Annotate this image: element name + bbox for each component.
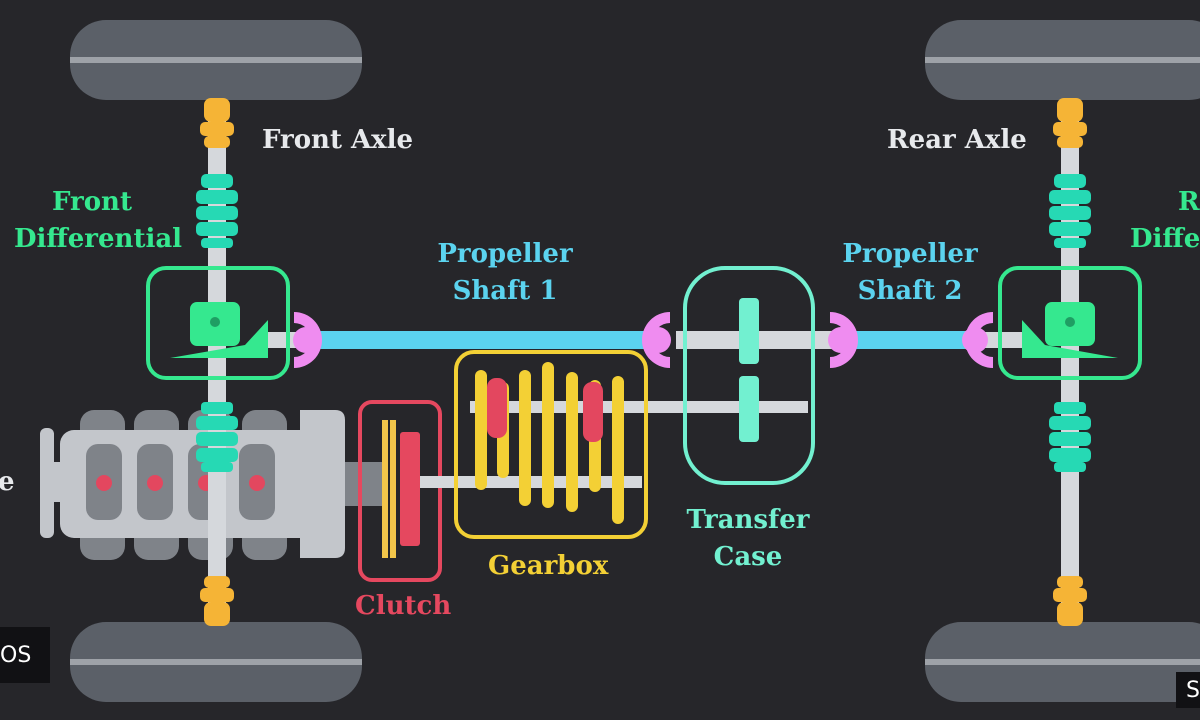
transfer-case-line-2: Case bbox=[713, 542, 783, 572]
transfer-case bbox=[676, 266, 836, 485]
rear-diff-input-stub bbox=[982, 332, 1026, 348]
clutch-label: Clutch bbox=[355, 591, 452, 621]
rear-bottom-wheel bbox=[925, 622, 1200, 702]
front-differential bbox=[146, 266, 290, 380]
overlay-badge-right: S bbox=[1176, 672, 1200, 708]
transfer-case-line-1: Transfer bbox=[686, 505, 810, 535]
rear-axle bbox=[1049, 98, 1091, 626]
front-left-top-wheel bbox=[70, 20, 362, 100]
front-axle bbox=[196, 98, 238, 626]
engine-label-partial: e bbox=[0, 467, 15, 497]
propeller-shaft-2-line-2: Shaft 2 bbox=[857, 276, 963, 306]
gearbox bbox=[420, 350, 808, 539]
propeller-shaft-1-label: Propeller Shaft 1 bbox=[432, 236, 578, 310]
u-joint-transfer-out bbox=[828, 312, 858, 368]
propeller-shaft-1 bbox=[318, 331, 648, 349]
rear-differential-line-1: Re bbox=[1178, 187, 1200, 217]
propeller-shaft-2 bbox=[846, 331, 978, 349]
rear-top-wheel bbox=[925, 20, 1200, 100]
rear-axle-label: Rear Axle bbox=[887, 125, 1027, 155]
rear-differential-line-2: Differe bbox=[1130, 224, 1200, 254]
u-joint-rear bbox=[962, 312, 993, 368]
propeller-shaft-2-line-1: Propeller bbox=[842, 239, 978, 269]
u-joint-front bbox=[293, 312, 322, 368]
overlay-badge-left: OS bbox=[0, 627, 50, 683]
overlay-badge-right-text: S bbox=[1186, 677, 1200, 703]
gearbox-label: Gearbox bbox=[488, 551, 609, 581]
propeller-shaft-2-label: Propeller Shaft 2 bbox=[837, 236, 983, 310]
propeller-shaft-1-line-1: Propeller bbox=[437, 239, 573, 269]
overlay-badge-left-text: OS bbox=[0, 642, 32, 668]
rear-differential bbox=[998, 266, 1142, 380]
front-differential-label: Front Differential bbox=[14, 184, 183, 258]
u-joint-transfer-in bbox=[642, 312, 671, 368]
propeller-shaft-1-line-2: Shaft 1 bbox=[452, 276, 558, 306]
rear-differential-label: Re Differe bbox=[1130, 184, 1200, 258]
front-axle-label: Front Axle bbox=[262, 125, 414, 155]
front-bottom-wheel bbox=[70, 622, 362, 702]
transfer-case-label: Transfer Case bbox=[678, 502, 818, 576]
front-differential-line-1: Front bbox=[52, 187, 132, 217]
front-differential-line-2: Differential bbox=[14, 224, 183, 254]
clutch bbox=[358, 400, 442, 582]
